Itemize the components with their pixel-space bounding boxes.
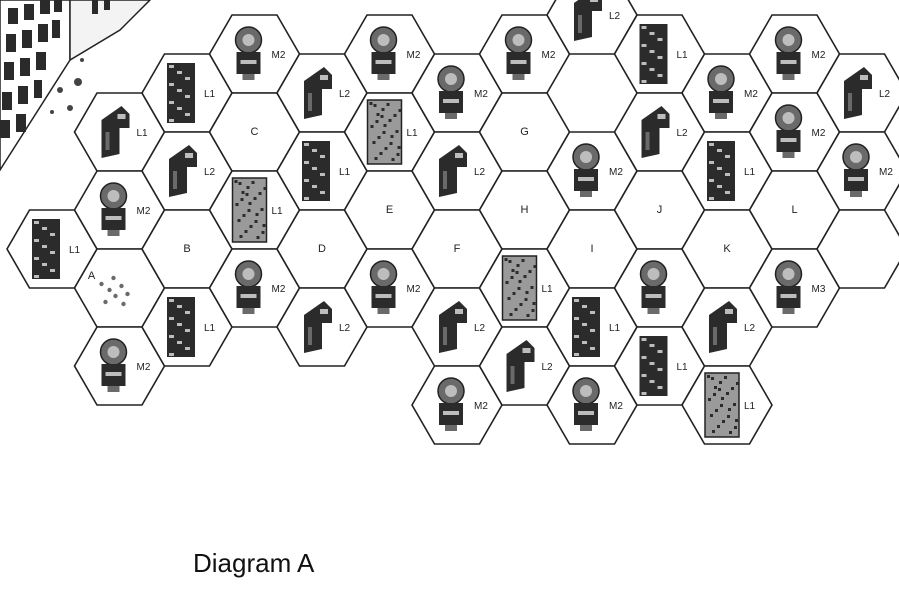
figure-M — [573, 378, 599, 431]
figure-M — [573, 144, 599, 197]
unit-label: L1 — [204, 89, 216, 100]
figure-M — [776, 27, 802, 80]
unit-label: L1 — [542, 284, 554, 295]
figure-M — [776, 261, 802, 314]
hex-letter: F — [454, 243, 461, 255]
unit-label: M2 — [137, 362, 151, 373]
unit-label: L1 — [677, 50, 689, 61]
unit-label: M2 — [137, 206, 151, 217]
hex-letter: D — [318, 243, 326, 255]
unit-label: L2 — [542, 362, 554, 373]
figure-M — [101, 339, 127, 392]
hex-letter: B — [183, 243, 190, 255]
hex-letter: A — [88, 270, 96, 282]
hex-letter: E — [386, 204, 393, 216]
figure-M — [101, 183, 127, 236]
unit-label: M2 — [474, 89, 488, 100]
figure-M — [236, 261, 262, 314]
figure-S — [503, 256, 537, 320]
unit-label: L2 — [677, 128, 689, 139]
unit-label: L1 — [204, 323, 216, 334]
figure-L — [32, 219, 60, 279]
unit-label: M2 — [542, 50, 556, 61]
unit-label: M2 — [812, 128, 826, 139]
unit-label: L1 — [744, 167, 756, 178]
unit-label: L2 — [204, 167, 216, 178]
figure-L — [167, 63, 195, 123]
figure-L — [640, 336, 668, 396]
unit-label: M2 — [609, 167, 623, 178]
unit-label: M2 — [812, 50, 826, 61]
hex-letter: C — [251, 126, 259, 138]
figure-M — [371, 27, 397, 80]
figure-L — [640, 24, 668, 84]
figure-M — [438, 66, 464, 119]
unit-label: M2 — [272, 50, 286, 61]
unit-label: M2 — [474, 401, 488, 412]
unit-label: L1 — [609, 323, 621, 334]
diagram-caption: Diagram A — [193, 548, 314, 579]
unit-label: M2 — [609, 401, 623, 412]
unit-label: L2 — [474, 167, 486, 178]
unit-label: L1 — [677, 362, 689, 373]
hex-letter: L — [791, 204, 797, 216]
hex-grid: L1L1M2AM2L1L2BL1M2CL1M2L2L1DL2M2L1EM2M2L… — [7, 0, 899, 444]
unit-label: L2 — [744, 323, 756, 334]
unit-label: L1 — [69, 245, 81, 256]
unit-label: M2 — [407, 284, 421, 295]
unit-label: L1 — [407, 128, 419, 139]
unit-label: L2 — [474, 323, 486, 334]
unit-label: M3 — [812, 284, 826, 295]
unit-label: L1 — [339, 167, 351, 178]
unit-label: M2 — [407, 50, 421, 61]
hex-letter: J — [657, 204, 663, 216]
hex-letter: H — [521, 204, 529, 216]
figure-L — [707, 141, 735, 201]
hex-letter: K — [723, 243, 731, 255]
figure-L — [572, 297, 600, 357]
unit-label: L1 — [744, 401, 756, 412]
figure-L — [167, 297, 195, 357]
unit-label: L2 — [339, 89, 351, 100]
unit-label: L2 — [609, 11, 621, 22]
figure-M — [641, 261, 667, 314]
hex-letter: I — [590, 243, 593, 255]
figure-S — [233, 178, 267, 242]
figure-S — [705, 373, 739, 437]
figure-M — [506, 27, 532, 80]
figure-M — [776, 105, 802, 158]
figure-M — [708, 66, 734, 119]
unit-label: L2 — [879, 89, 891, 100]
unit-label: L2 — [339, 323, 351, 334]
figure-S — [368, 100, 402, 164]
unit-label: M2 — [272, 284, 286, 295]
unit-label: L1 — [272, 206, 284, 217]
hex-letter: G — [520, 126, 529, 138]
unit-label: L1 — [137, 128, 149, 139]
figure-M — [236, 27, 262, 80]
figure-M — [371, 261, 397, 314]
figure-M — [438, 378, 464, 431]
figure-L — [302, 141, 330, 201]
unit-label: M2 — [744, 89, 758, 100]
figure-M — [843, 144, 869, 197]
unit-label: M2 — [879, 167, 893, 178]
